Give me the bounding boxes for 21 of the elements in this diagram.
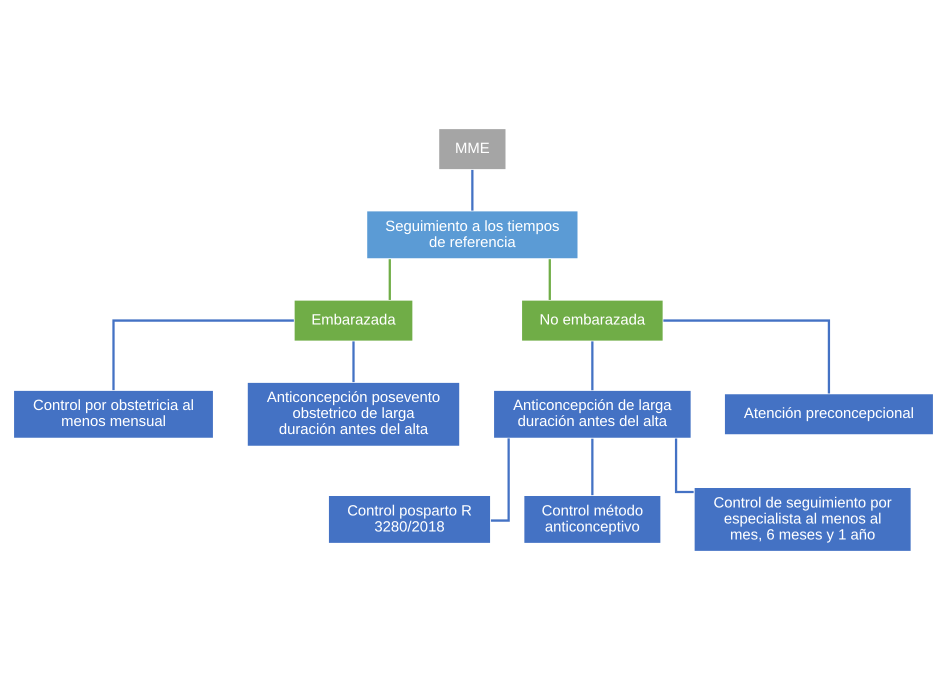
node-box: Embarazada (294, 299, 414, 342)
connector (663, 319, 830, 394)
connector (352, 341, 355, 382)
node-box: Anticoncepción de larga duración antes del alta (492, 390, 692, 439)
connector (388, 259, 391, 300)
connector (112, 319, 294, 390)
connector (548, 259, 551, 300)
node-box: No embarazada (520, 299, 664, 342)
connector (490, 438, 510, 522)
node-box: Control posparto R 3280/2018 (328, 494, 492, 544)
node-box: MME (438, 128, 507, 170)
node-box: Anticoncepción posevento obstetrico de larga duración antes del alta (246, 382, 460, 447)
node-box: Seguimiento a los tiempos de referencia (366, 210, 579, 260)
node-box: Control método anticonceptivo (523, 494, 662, 544)
node-box: Control por obstetricia al menos mensual (12, 390, 214, 439)
connector (591, 341, 594, 390)
connector (591, 438, 594, 496)
connector (471, 170, 474, 211)
connector (674, 438, 694, 494)
node-box: Control de seguimiento por especialista al menos al mes, 6 meses y 1 año (694, 486, 912, 552)
node-box: Atención preconcepcional (724, 393, 934, 436)
